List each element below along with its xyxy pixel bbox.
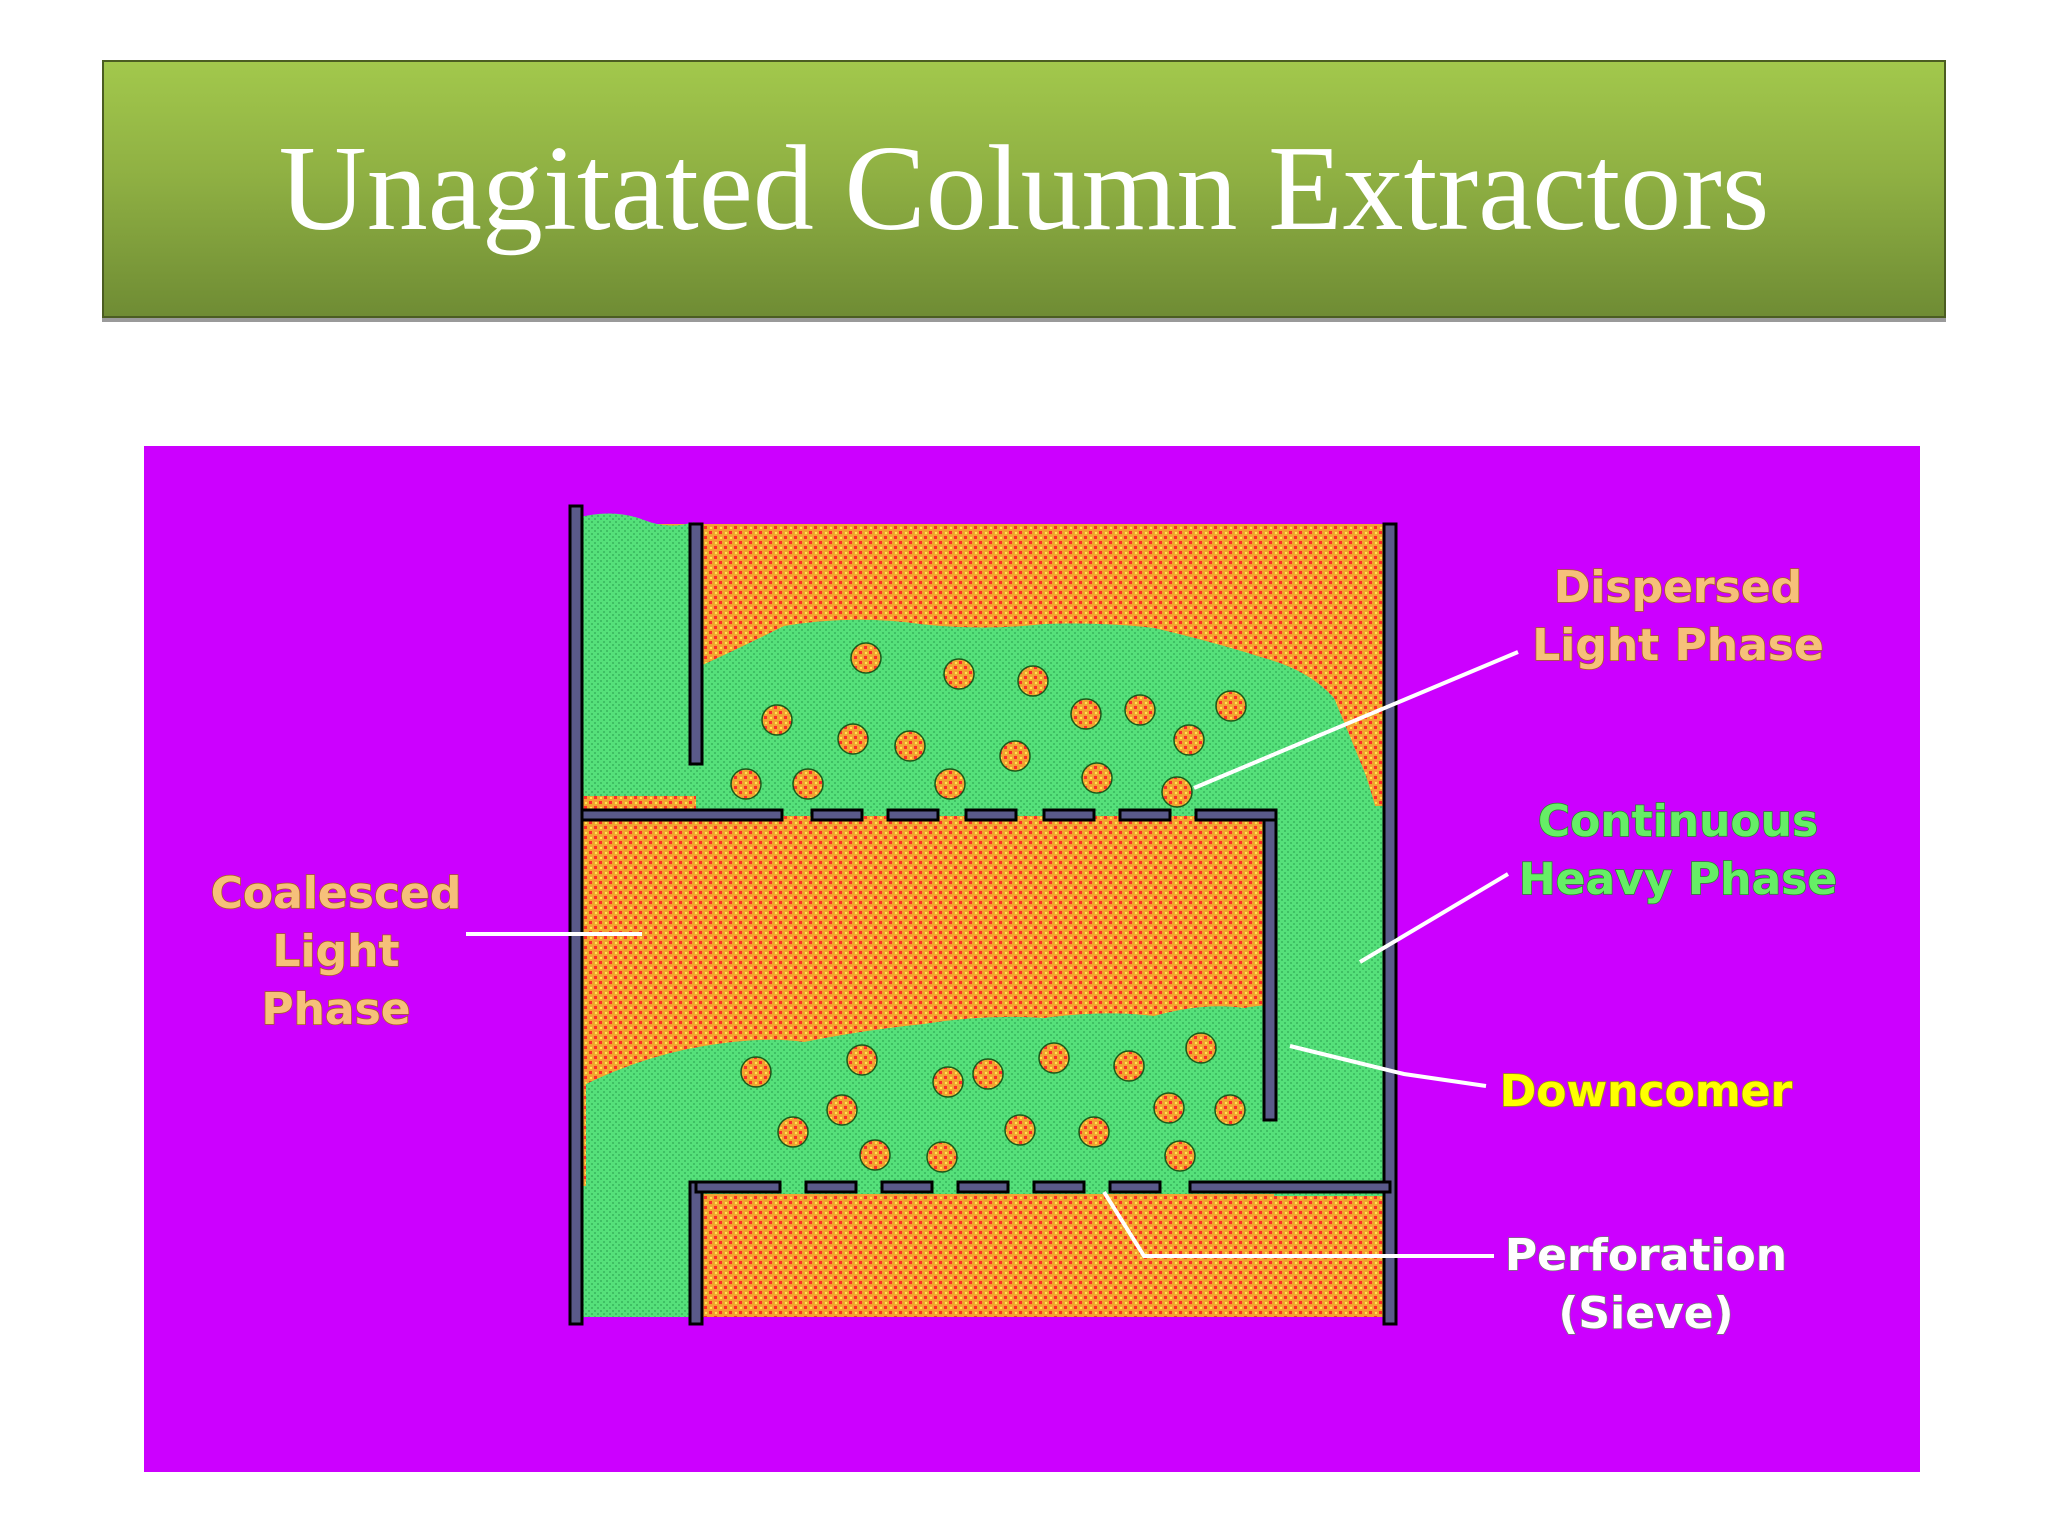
label-coalesced-line2: Light [273, 926, 400, 977]
leader-perforation [1102, 1190, 1494, 1258]
lower-sieve-tray [694, 1180, 1392, 1194]
label-continuous-line2: Heavy Phase [1519, 854, 1837, 905]
label-perforation-line2: (Sieve) [1558, 1288, 1733, 1339]
heavy-phase-upper [696, 619, 1390, 1176]
label-coalesced-line3: Phase [261, 984, 410, 1035]
heavy-phase-right [1274, 806, 1390, 1196]
label-dispersed-line2: Light Phase [1532, 620, 1824, 671]
leader-continuous [1358, 872, 1510, 964]
label-coalesced-line1: Coalesced [211, 868, 462, 919]
label-dispersed: Dispersed Light Phase [1531, 561, 1824, 672]
extractor-diagram: Dispersed Light Phase Continuous Heavy P… [144, 446, 1920, 1472]
label-perforation-line1: Perforation [1505, 1230, 1787, 1281]
leader-dispersed [1193, 650, 1519, 790]
label-dispersed-line1: Dispersed [1554, 562, 1802, 613]
outer-wall-right [1382, 522, 1398, 1326]
label-continuous: Continuous Heavy Phase [1518, 795, 1838, 906]
label-downcomer: Downcomer [1500, 1066, 1793, 1117]
title-banner: Unagitated Column Extractors [102, 60, 1946, 318]
label-continuous-line1: Continuous [1538, 796, 1818, 847]
label-perforation: Perforation (Sieve) [1504, 1229, 1788, 1340]
droplets-lower [740, 1032, 1246, 1173]
heavy-phase-bottom-left [576, 1186, 696, 1317]
heavy-phase-inlet [576, 513, 696, 796]
leader-downcomer [1289, 1044, 1487, 1088]
slide-title: Unagitated Column Extractors [278, 121, 1770, 256]
inner-baffle-bottom [688, 1180, 704, 1326]
outer-wall-left [568, 504, 584, 1326]
label-coalesced: Coalesced Light Phase [210, 867, 462, 1036]
downcomer-wall [1262, 810, 1278, 1122]
upper-sieve-tray [580, 808, 1278, 822]
inner-baffle-top [688, 522, 704, 766]
droplets-upper [730, 642, 1247, 808]
